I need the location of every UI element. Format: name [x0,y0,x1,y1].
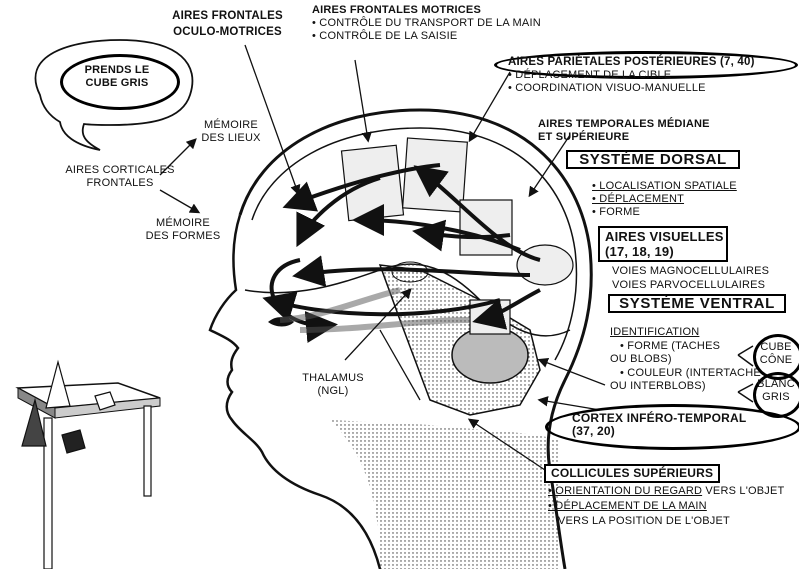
motor-item-transport: • CONTRÔLE DU TRANSPORT DE LA MAIN [312,17,541,30]
speech-line-2: CUBE GRIS [62,77,172,90]
ventral-items: IDENTIFICATION • FORME (TACHES OU BLOBS)… [610,326,761,394]
tag-cube: CUBE [756,341,796,354]
colliculi-item-regard: • ORIENTATION DU REGARD [548,485,702,497]
dorsal-system-box: SYSTÈME DORSAL [566,150,740,169]
thalamus-line-2: (NGL) [298,385,368,398]
table-illustration [18,362,160,569]
colliculi-box: COLLICULES SUPÉRIEURS [544,464,720,483]
colliculi-item-main: • DÉPLACEMENT DE LA MAIN [548,499,784,514]
dorsal-items: • LOCALISATION SPATIALE • DÉPLACEMENT • … [592,180,737,219]
motor-item-saisie: • CONTRÔLE DE LA SAISIE [312,30,541,43]
memoire-lieux-line-2: DES LIEUX [196,132,266,145]
parietal-item-coordination: • COORDINATION VISUO-MANUELLE [508,82,755,95]
temporal-mid-label: AIRES TEMPORALES MÉDIANE ET SUPÉRIEURE [538,118,710,144]
voies-magno: VOIES MAGNOCELLULAIRES [612,264,769,278]
dorsal-item-deplacement: • DÉPLACEMENT [592,193,737,206]
thalamus-label: THALAMUS (NGL) [298,372,368,398]
oculo-motor-line-2: OCULO-MOTRICES [165,24,290,40]
thalamus-line-1: THALAMUS [298,372,368,385]
dorsal-item-localisation: • LOCALISATION SPATIALE [592,180,737,193]
colliculi-item-regard-suffix: VERS L'OBJET [702,485,784,497]
ventral-forme-1: • FORME (TACHES [610,340,761,354]
frontal-cortical-line-1: AIRES CORTICALES [60,164,180,177]
parietal-label: AIRES PARIÉTALES POSTÉRIEURES (7, 40) • … [508,56,755,95]
memoire-formes-line-1: MÉMOIRE [138,217,228,230]
memoire-formes-label: MÉMOIRE DES FORMES [138,217,228,243]
motor-title: AIRES FRONTALES MOTRICES [312,4,541,17]
tag-gris: GRIS [756,391,796,404]
memoire-lieux-label: MÉMOIRE DES LIEUX [196,119,266,145]
cerebellum [452,327,528,383]
ventral-forme-2: OU BLOBS) [610,353,761,367]
voies-label: VOIES MAGNOCELLULAIRES VOIES PARVOCELLUL… [612,264,769,292]
inferotemporal-line-2: (37, 20) [572,425,746,438]
oculo-motor-label: AIRES FRONTALES OCULO-MOTRICES [165,8,290,40]
temporal-mid-line-2: ET SUPÉRIEURE [538,131,710,144]
tag-blanc: BLANC [756,378,796,391]
parietal-title: AIRES PARIÉTALES POSTÉRIEURES (7, 40) [508,56,755,69]
inferotemporal-label: CORTEX INFÉRO-TEMPORAL (37, 20) [572,412,746,438]
blanc-gris-tag: BLANC GRIS [756,378,796,404]
speech-bubble-text: PRENDS LE CUBE GRIS [62,64,172,90]
ventral-identification: IDENTIFICATION [610,326,761,340]
tag-cone: CÔNE [756,354,796,367]
frontal-cortical-line-2: FRONTALES [60,177,180,190]
cube-cone-tag: CUBE CÔNE [756,341,796,367]
oculo-motor-line-1: AIRES FRONTALES [165,8,290,24]
colliculi-item-position: VERS LA POSITION DE L'OBJET [548,514,784,529]
parietal-item-deplacement: • DÉPLACEMENT DE LA CIBLE [508,69,755,82]
temporal-mid-line-1: AIRES TEMPORALES MÉDIANE [538,118,710,131]
memoire-lieux-line-1: MÉMOIRE [196,119,266,132]
frontal-cortical-label: AIRES CORTICALES FRONTALES [60,164,180,190]
visual-line-1: AIRES VISUELLES [605,229,721,244]
voies-parvo: VOIES PARVOCELLULAIRES [612,278,769,292]
ventral-system-box: SYSTÈME VENTRAL [608,294,786,313]
neck-shading [330,420,560,569]
colliculi-items: • ORIENTATION DU REGARD VERS L'OBJET • D… [548,484,784,529]
motor-areas-label: AIRES FRONTALES MOTRICES • CONTRÔLE DU T… [312,4,541,43]
ventral-couleur-1: • COULEUR (INTERTACHE [610,367,761,381]
visual-line-2: (17, 18, 19) [605,244,721,259]
memoire-formes-line-2: DES FORMES [138,230,228,243]
dorsal-item-forme: • FORME [592,206,737,219]
ventral-couleur-2: OU INTERBLOBS) [610,380,761,394]
visual-areas-box: AIRES VISUELLES (17, 18, 19) [598,226,728,262]
speech-line-1: PRENDS LE [62,64,172,77]
